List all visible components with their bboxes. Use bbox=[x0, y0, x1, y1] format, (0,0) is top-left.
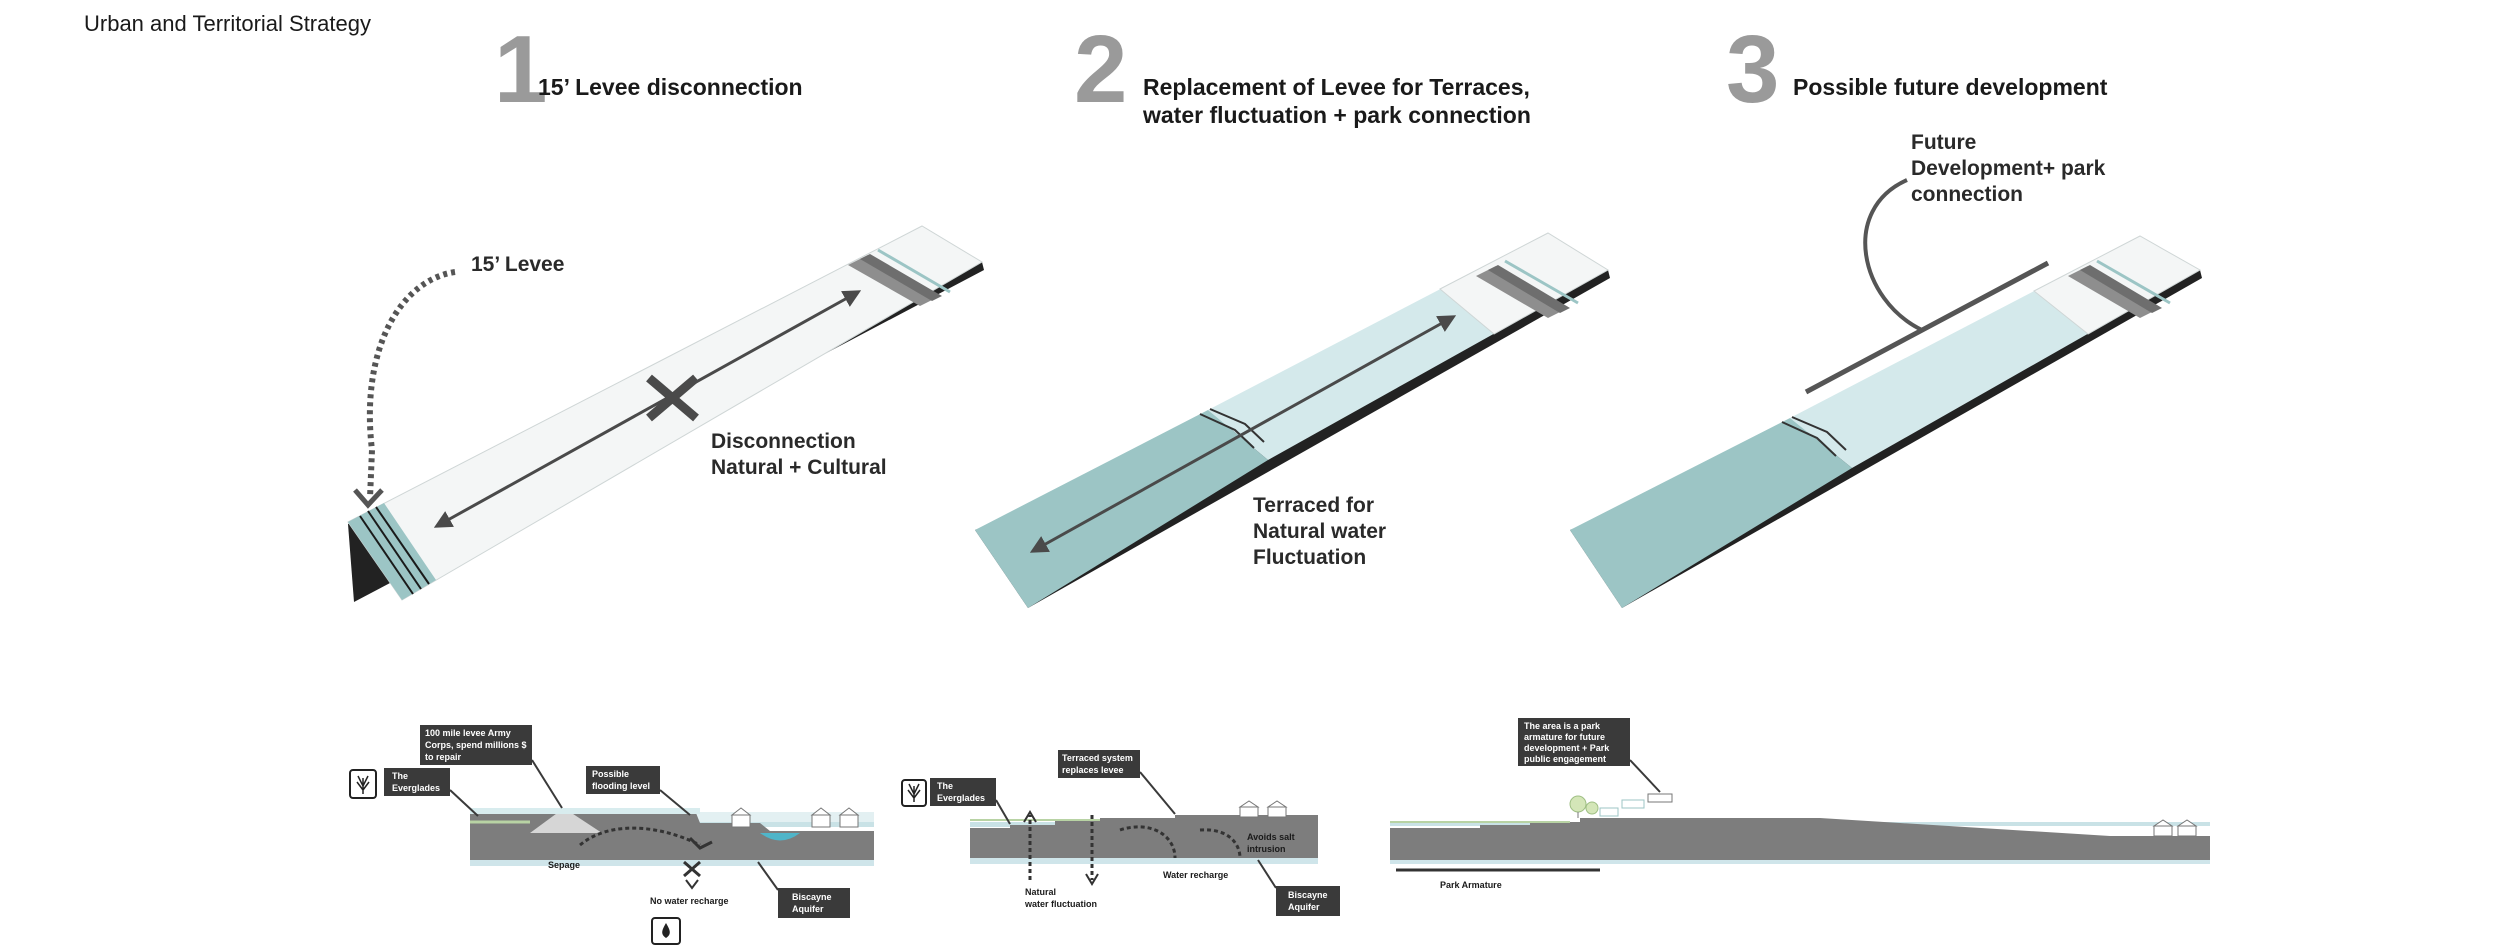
s1-aquifer-line-1: Biscayne bbox=[792, 892, 832, 902]
s2-grass-icon bbox=[901, 779, 927, 807]
section-1: Sepage No water recharge The Everglades … bbox=[349, 725, 874, 945]
s2-natural-line-2: water fluctuation bbox=[1024, 899, 1097, 909]
step-2-title-line-2: water fluctuation + park connection bbox=[1142, 102, 1531, 128]
p3-strip-lower bbox=[1570, 418, 1852, 608]
step-1-heading: 1 15’ Levee disconnection bbox=[494, 16, 803, 123]
p2-terraced-line-2: Natural water bbox=[1253, 520, 1386, 543]
p2-terraced-line-3: Fluctuation bbox=[1253, 546, 1366, 569]
s1-levee-callout: 100 mile levee Army Corps, spend million… bbox=[420, 725, 563, 809]
s2-recharge-curve bbox=[1119, 825, 1177, 859]
p3-leader-curve bbox=[1863, 178, 1923, 332]
step-3-heading: 3 Possible future development bbox=[1726, 16, 2108, 123]
p1-right-bands bbox=[848, 248, 951, 306]
s2-everglades-line-1: The bbox=[937, 781, 953, 791]
step-1-number: 1 bbox=[494, 16, 547, 123]
s1-levee-line-2: Corps, spend millions $ bbox=[425, 740, 527, 750]
s1-everglades-line-1: The bbox=[392, 771, 408, 781]
s1-levee-line-1: 100 mile levee Army bbox=[425, 728, 511, 738]
s1-flooding-line-2: flooding level bbox=[592, 781, 650, 791]
panel-2-axonometric: Terraced for Natural water Fluctuation bbox=[975, 232, 1610, 608]
s2-everglades-callout: The Everglades bbox=[930, 778, 1011, 825]
s1-aquifer-line-2: Aquifer bbox=[792, 904, 824, 914]
p1-x-mark bbox=[646, 374, 699, 422]
s2-natural-line-1: Natural bbox=[1025, 887, 1056, 897]
s1-everglades-callout: The Everglades bbox=[384, 768, 479, 817]
section-2: Natural water fluctuation Water recharge… bbox=[901, 750, 1340, 916]
s1-grass-icon bbox=[349, 769, 377, 799]
p1-levee-pointer bbox=[366, 269, 456, 499]
step-2-heading: 2 Replacement of Levee for Terraces, wat… bbox=[1074, 16, 1531, 128]
p2-strip-lower bbox=[975, 410, 1268, 608]
s1-no-recharge-label: No water recharge bbox=[650, 896, 729, 906]
p3-future-line-3: connection bbox=[1911, 183, 2023, 206]
p3-right-bands bbox=[2068, 259, 2171, 318]
s2-recharge-label: Water recharge bbox=[1163, 870, 1228, 880]
s1-flooding-line-1: Possible bbox=[592, 769, 629, 779]
s3-ground bbox=[1390, 818, 2210, 860]
s1-water-drop-icon bbox=[651, 917, 681, 945]
s2-ground bbox=[970, 815, 1318, 858]
s3-bottom-aquifer bbox=[1390, 860, 2210, 864]
s1-bottom-aquifer bbox=[470, 860, 874, 866]
s3-park-callout: The area is a park armature for future d… bbox=[1518, 718, 1661, 793]
s3-houses bbox=[2152, 819, 2198, 837]
s1-seepage-arrowhead bbox=[688, 836, 713, 850]
s2-houses bbox=[1238, 800, 1288, 818]
s3-park-line-2: armature for future bbox=[1524, 732, 1605, 742]
step-3-number: 3 bbox=[1726, 16, 1779, 123]
p3-terrace-lines bbox=[1781, 416, 1847, 457]
p2-terraced-line-1: Terraced for bbox=[1253, 494, 1374, 517]
s2-everglades-line-2: Everglades bbox=[937, 793, 985, 803]
panel-1-axonometric: 15’ Levee Disconnection Natural + Cultur… bbox=[347, 225, 984, 602]
s2-salt-line-2: intrusion bbox=[1247, 844, 1286, 854]
p3-future-line-1: Future bbox=[1911, 131, 1976, 154]
step-2-number: 2 bbox=[1074, 16, 1127, 123]
s2-bottom-aquifer bbox=[970, 858, 1318, 864]
step-3-title: Possible future development bbox=[1793, 74, 2108, 100]
step-2-title-line-1: Replacement of Levee for Terraces, bbox=[1143, 74, 1530, 100]
s1-down-arrow bbox=[685, 879, 699, 890]
s1-flooding-callout: Possible flooding level bbox=[586, 766, 691, 816]
p1-disconnection-line-2: Natural + Cultural bbox=[711, 456, 887, 479]
p3-future-line-2: Development+ park bbox=[1911, 157, 2106, 180]
p1-water-end bbox=[348, 503, 436, 600]
p1-levee-pointer-head bbox=[353, 488, 384, 509]
s3-trees bbox=[1569, 795, 1599, 818]
p1-levee-label: 15’ Levee bbox=[471, 253, 564, 276]
s1-seepage-label: Sepage bbox=[548, 860, 580, 870]
s2-aquifer-line-2: Aquifer bbox=[1288, 902, 1320, 912]
p3-development-edge bbox=[1804, 260, 2050, 395]
s1-levee-mound bbox=[530, 808, 602, 833]
p1-connection-arrow bbox=[433, 290, 862, 528]
s3-park-line-4: public engagement bbox=[1524, 754, 1606, 764]
s3-park-line-1: The area is a park bbox=[1524, 721, 1601, 731]
section-3: The area is a park armature for future d… bbox=[1390, 718, 2210, 890]
s3-armature-label: Park Armature bbox=[1440, 880, 1502, 890]
s2-salt-curve bbox=[1199, 828, 1242, 859]
p2-connection-arrow bbox=[1029, 315, 1457, 553]
p2-right-bands bbox=[1476, 259, 1579, 318]
s3-future-buildings bbox=[1599, 793, 1673, 817]
s2-terraced-line-1: Terraced system bbox=[1062, 753, 1133, 763]
s1-flooding-level bbox=[470, 808, 700, 814]
s1-lake bbox=[760, 833, 800, 841]
s2-salt-line-1: Avoids salt bbox=[1247, 832, 1295, 842]
s1-no-recharge-x bbox=[683, 860, 701, 878]
s3-park-line-3: development + Park bbox=[1524, 743, 1610, 753]
s1-levee-line-3: to repair bbox=[425, 752, 462, 762]
s1-everglades-line-2: Everglades bbox=[392, 783, 440, 793]
step-1-title: 15’ Levee disconnection bbox=[538, 74, 803, 100]
s2-terraced-line-2: replaces levee bbox=[1062, 765, 1124, 775]
s1-aquifer-callout: Biscayne Aquifer bbox=[757, 861, 850, 918]
s2-terraced-callout: Terraced system replaces levee bbox=[1058, 750, 1176, 815]
panel-3-axonometric: Future Development+ park connection bbox=[1570, 131, 2202, 608]
p1-levee-lines bbox=[359, 506, 430, 595]
s1-houses bbox=[730, 807, 860, 828]
s2-aquifer-callout: Biscayne Aquifer bbox=[1257, 859, 1340, 916]
p1-disconnection-line-1: Disconnection bbox=[711, 430, 856, 453]
page-title: Urban and Territorial Strategy bbox=[84, 11, 371, 36]
s1-seepage-arrow bbox=[579, 826, 701, 847]
s2-aquifer-line-1: Biscayne bbox=[1288, 890, 1328, 900]
